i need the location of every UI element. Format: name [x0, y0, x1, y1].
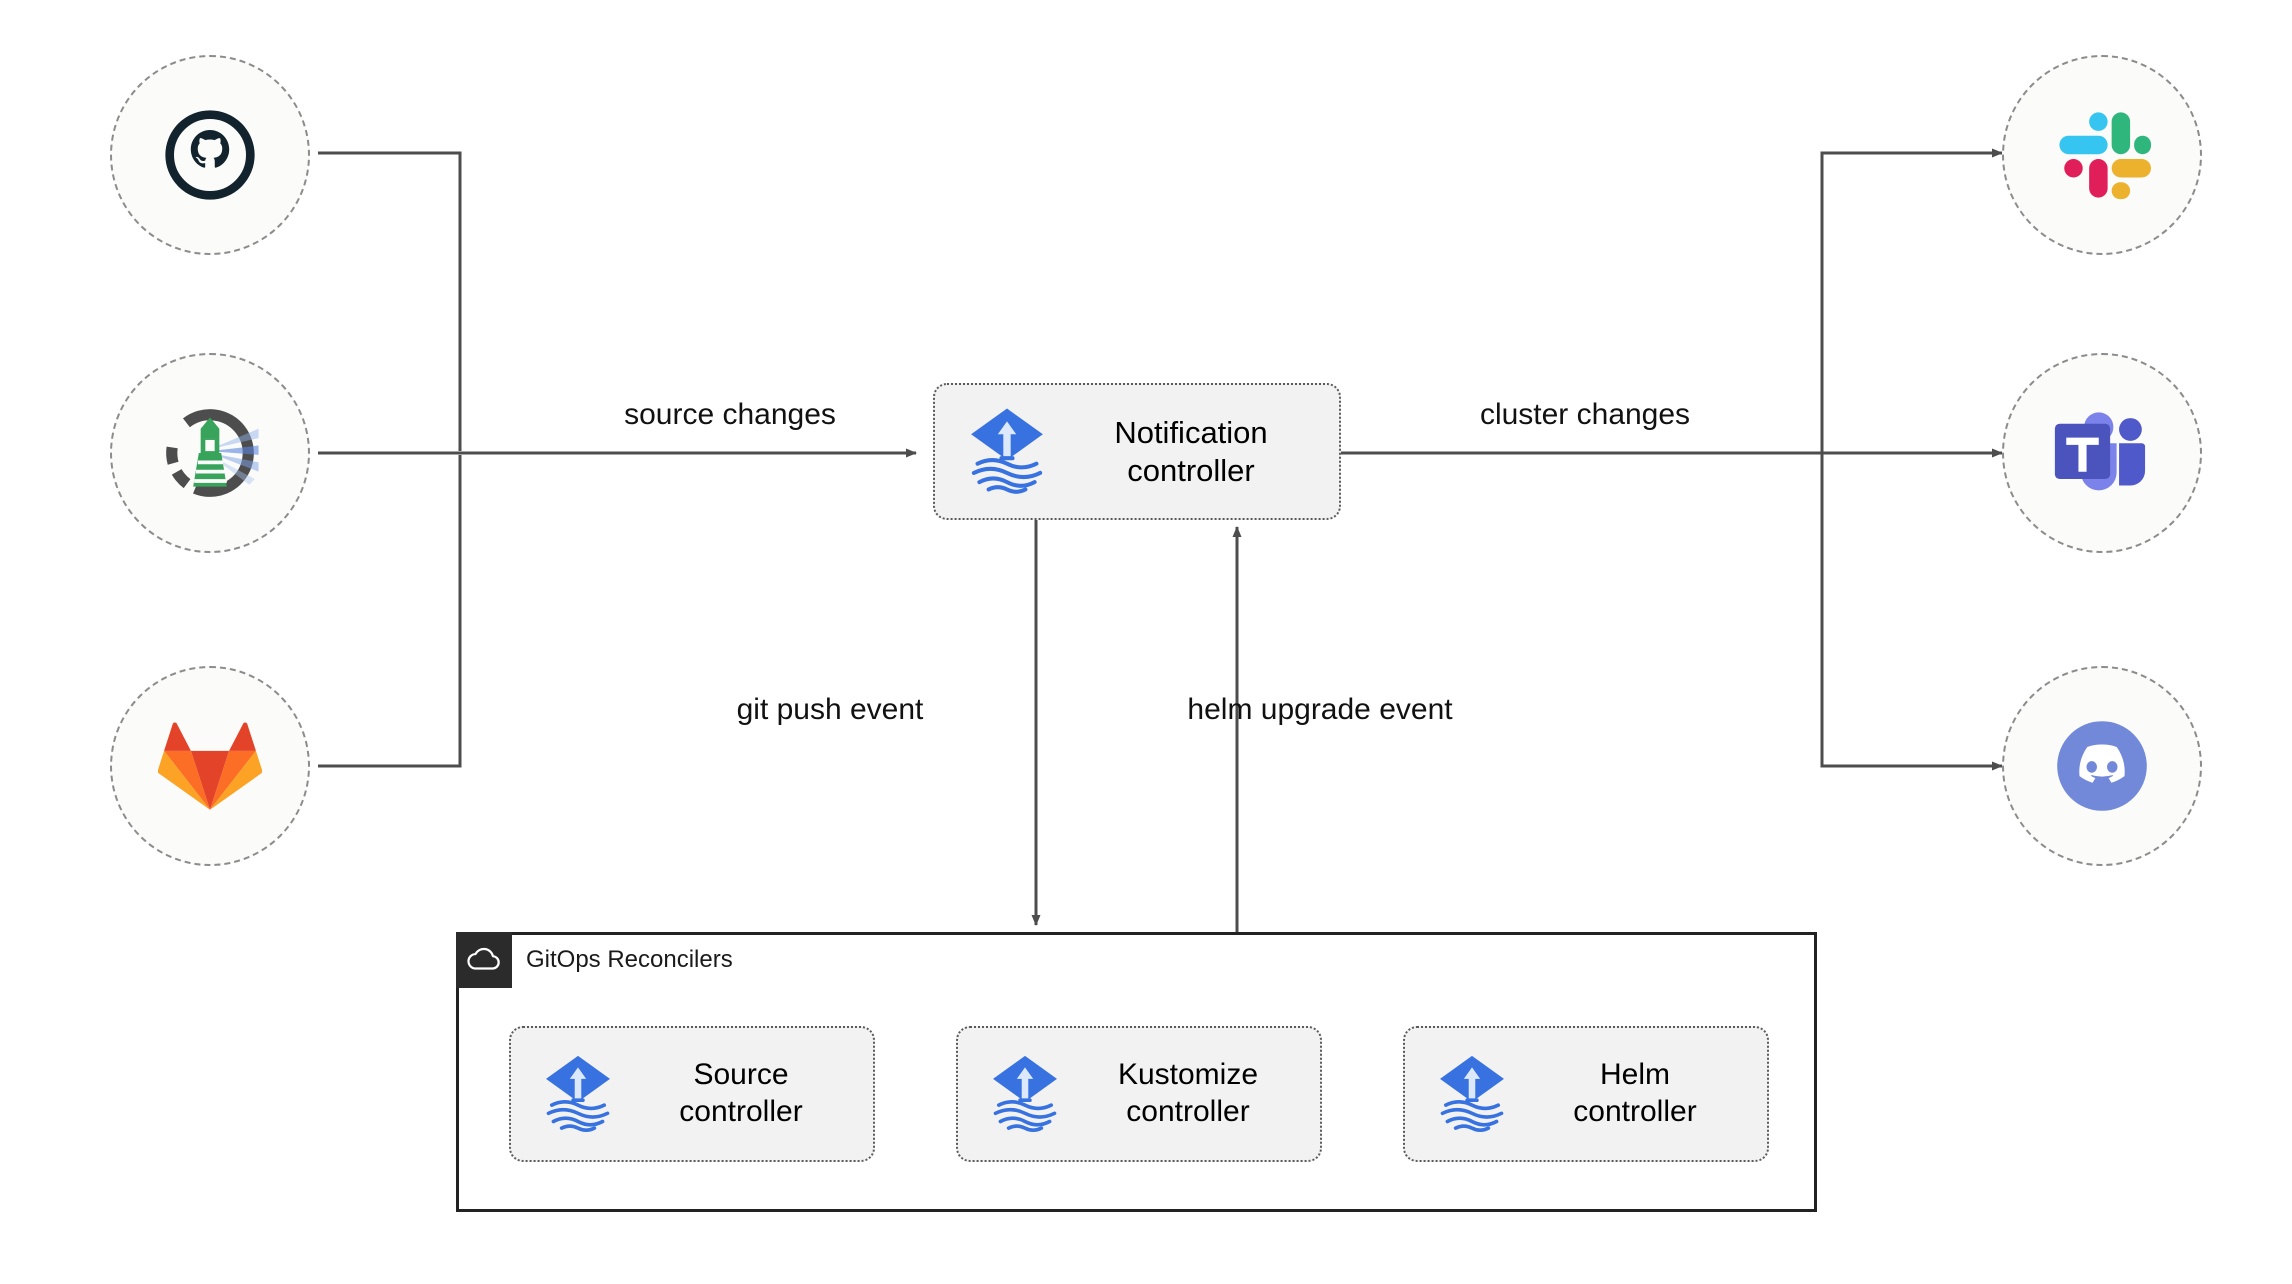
- node-kustomize-controller[interactable]: Kustomize controller: [956, 1026, 1322, 1162]
- cloud-icon: [456, 932, 512, 988]
- flux-controller-icon: [961, 403, 1053, 500]
- node-notification-controller[interactable]: Notification controller: [933, 383, 1341, 520]
- edge-label-cluster-changes: cluster changes: [1479, 398, 1691, 431]
- slack-icon: [2059, 112, 2151, 200]
- edge-label-helm-upgrade-event: helm upgrade event: [1187, 693, 1453, 726]
- wire-gitlab-to-bus: [318, 455, 462, 768]
- provider-endpoint-slack[interactable]: [2002, 55, 2202, 255]
- github-icon: [165, 110, 255, 200]
- flux-lighthouse-icon: [166, 409, 259, 497]
- helm-controller-label: Helm controller: [1573, 1058, 1697, 1128]
- gitlab-icon: [158, 722, 262, 810]
- node-helm-controller[interactable]: Helm controller: [1403, 1026, 1769, 1162]
- edge-label-source-changes: source changes: [624, 398, 836, 431]
- source-endpoint-gitlab[interactable]: [110, 666, 310, 866]
- flux-controller-icon: [537, 1051, 619, 1138]
- notification-controller-label: Notification controller: [1114, 414, 1268, 488]
- gitops-reconcilers-title: GitOps Reconcilers: [526, 946, 733, 973]
- source-endpoint-flux[interactable]: [110, 353, 310, 553]
- node-source-controller[interactable]: Source controller: [509, 1026, 875, 1162]
- flux-controller-icon: [984, 1051, 1066, 1138]
- microsoft-teams-icon: [2054, 412, 2146, 491]
- source-endpoint-github[interactable]: [110, 55, 310, 255]
- discord-icon: [2057, 721, 2147, 811]
- wire-github-to-bus: [318, 151, 462, 451]
- wire-bus-to-discord: [1820, 453, 2003, 771]
- provider-endpoint-teams[interactable]: [2002, 353, 2202, 553]
- gitops-reconcilers-header: GitOps Reconcilers: [456, 932, 733, 988]
- flux-controller-icon: [1431, 1051, 1513, 1138]
- provider-endpoint-discord[interactable]: [2002, 666, 2202, 866]
- wire-bus-to-slack: [1820, 148, 2003, 453]
- edge-label-git-push-event: git push event: [736, 693, 924, 726]
- source-controller-label: Source controller: [679, 1058, 803, 1128]
- kustomize-controller-label: Kustomize controller: [1117, 1058, 1259, 1128]
